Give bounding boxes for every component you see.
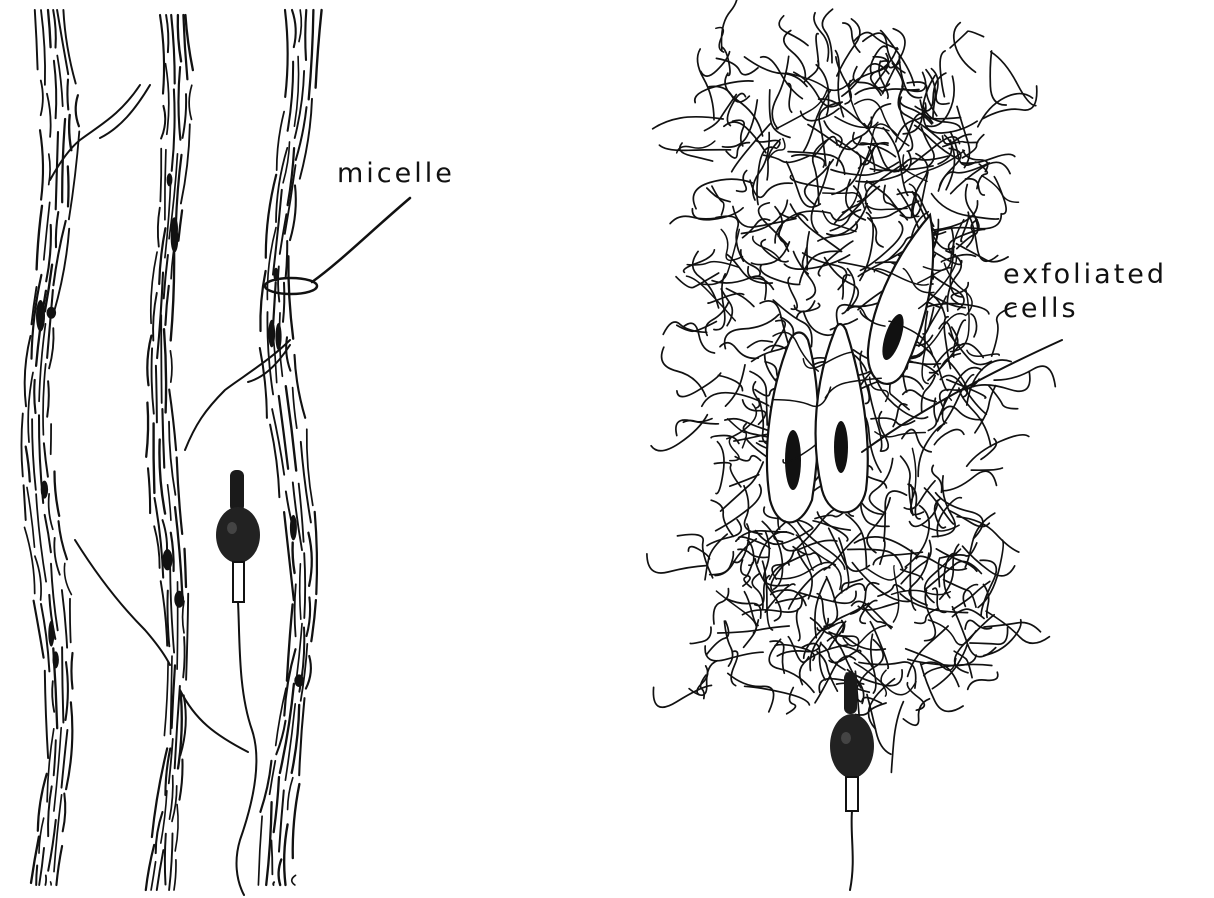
exfoliated-cells xyxy=(767,215,933,523)
cell-middle xyxy=(816,324,868,513)
probe-electrode-right xyxy=(830,672,874,890)
exfoliated-cells-label: exfoliated cells xyxy=(1003,258,1167,326)
micelle-label: micelle xyxy=(337,157,455,191)
exfoliated-label-line2: cells xyxy=(1003,292,1167,326)
fiber-bundle-left xyxy=(21,10,79,885)
exfoliated-label-line1: exfoliated xyxy=(1003,258,1167,292)
fiber-bundle-middle xyxy=(146,15,193,890)
cell-left xyxy=(767,333,818,523)
right-panel xyxy=(647,0,1062,890)
left-panel xyxy=(21,10,410,895)
probe-electrode-left xyxy=(216,470,260,895)
fiber-bundle-right xyxy=(258,10,321,885)
